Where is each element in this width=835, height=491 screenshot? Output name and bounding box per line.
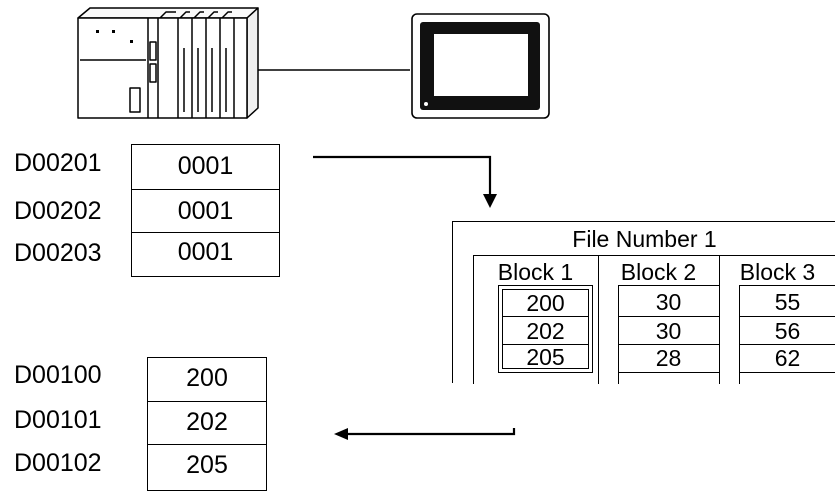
block-1-cell: 200 [526, 290, 565, 316]
block-header-3: Block 3 [739, 259, 816, 285]
row-divider [618, 372, 719, 373]
devices-diagram [77, 7, 550, 119]
arrow-to-file-table [313, 155, 497, 208]
lower-register-table: 200 202 205 [147, 357, 267, 491]
row-divider [739, 344, 835, 345]
block-3-cell: 55 [774, 289, 801, 315]
register-value-d00102: 205 [186, 451, 228, 479]
block-1-highlight-box [498, 285, 593, 373]
row-divider [739, 316, 835, 317]
column-divider [618, 285, 619, 384]
row-divider [618, 344, 719, 345]
row-divider [502, 344, 589, 345]
column-divider [719, 255, 720, 384]
block-2-cell: 30 [655, 289, 682, 315]
register-label-d00101: D00101 [14, 406, 102, 434]
column-divider [598, 255, 599, 384]
block-1-cell: 202 [526, 318, 565, 344]
register-value-d00203: 0001 [177, 238, 234, 266]
block-header-2: Block 2 [620, 259, 697, 285]
block-2-cell: 30 [655, 318, 682, 344]
block-1-inner-box [502, 289, 589, 369]
block-3-cell: 62 [774, 345, 801, 371]
plc-indicator-dots [96, 30, 133, 43]
arrow-to-lower-registers [334, 428, 516, 440]
row-divider [739, 372, 835, 373]
register-value-d00100: 200 [148, 358, 266, 402]
upper-register-table: 0001 0001 0001 [131, 144, 280, 277]
register-value-d00201: 0001 [132, 145, 279, 190]
register-label-d00102: D00102 [14, 449, 102, 477]
register-value-d00202: 0001 [132, 190, 279, 233]
row-divider [739, 285, 835, 286]
block-2-cell: 28 [655, 345, 682, 371]
block-3-cell: 56 [774, 318, 801, 344]
file-table-title-rule [473, 255, 835, 256]
row-divider [502, 316, 589, 317]
register-label-d00202: D00202 [14, 197, 102, 225]
register-label-d00201: D00201 [14, 149, 102, 177]
register-label-d00203: D00203 [14, 239, 102, 267]
register-label-d00100: D00100 [14, 361, 102, 389]
plc-icon [77, 7, 259, 119]
row-divider [618, 285, 719, 286]
register-value-d00101: 202 [148, 402, 266, 445]
display-terminal-icon [411, 13, 550, 119]
file-table: File Number 1 Block 1 Block 2 Block 3 20… [452, 221, 835, 384]
column-divider [739, 285, 740, 384]
file-table-title: File Number 1 [572, 226, 717, 252]
row-divider [618, 316, 719, 317]
block-1-cell: 205 [526, 344, 565, 370]
column-divider [473, 255, 474, 384]
block-header-1: Block 1 [497, 259, 574, 285]
